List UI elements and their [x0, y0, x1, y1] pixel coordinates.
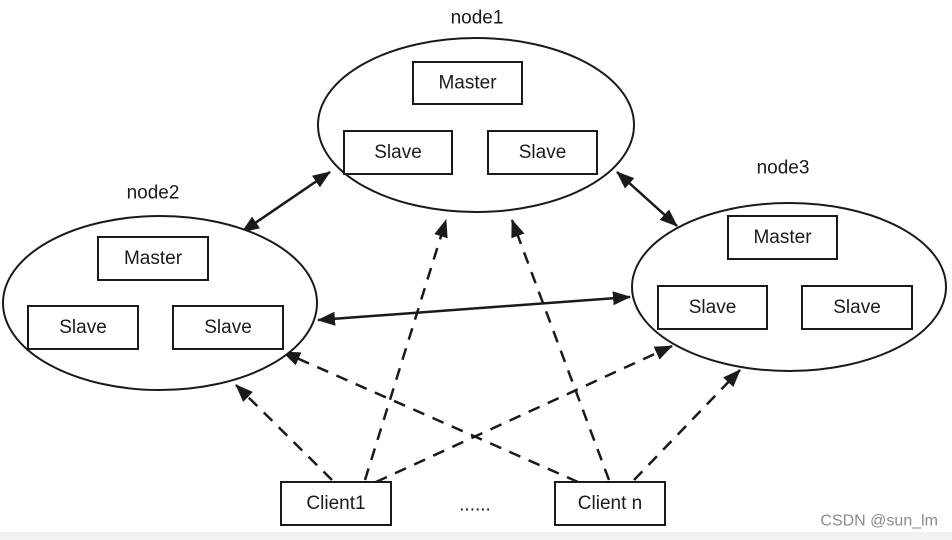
node2-master-label: Master — [124, 248, 183, 269]
node1-slave-label-2: Slave — [519, 142, 567, 163]
node3-label: node3 — [757, 158, 810, 179]
clients-ellipsis: ...... — [459, 495, 491, 516]
link-node2-node3 — [317, 291, 631, 326]
clientn-label: Client n — [578, 493, 642, 514]
node2-slave-box-2 — [172, 305, 284, 350]
node2-group: node2 Master Slave Slave — [2, 183, 318, 391]
node2-slave-label-2: Slave — [204, 317, 252, 338]
node1-slave-label-1: Slave — [374, 142, 422, 163]
node1-group: node1 Master Slave Slave — [317, 8, 635, 213]
watermark: CSDN @sun_lm — [820, 513, 938, 530]
node3-slave-label-1: Slave — [689, 297, 737, 318]
link-clientn-node3 — [633, 369, 741, 481]
node2-label: node2 — [127, 183, 180, 204]
node1-slave-box-1 — [343, 130, 453, 175]
node2-master-box — [97, 236, 209, 281]
bottom-strip — [0, 532, 952, 540]
node3-master-box — [727, 215, 838, 260]
node2-slave-box-1 — [27, 305, 139, 350]
link-node1-node3 — [616, 171, 678, 227]
node2-slave-label-1: Slave — [59, 317, 107, 338]
node3-group: node3 Master Slave Slave — [631, 158, 947, 372]
node1-master-box — [412, 61, 523, 105]
node3-slave-box-2 — [801, 285, 913, 330]
client1-label: Client1 — [306, 493, 365, 514]
link-client1-node3 — [375, 344, 673, 484]
clientn-box — [554, 481, 666, 526]
node1-master-label: Master — [438, 73, 497, 94]
link-node1-node2 — [241, 170, 331, 234]
link-clientn-node2 — [282, 350, 579, 484]
link-client1-node1 — [363, 219, 448, 481]
link-clientn-node1 — [510, 219, 611, 481]
client1-group: Client1 — [280, 481, 392, 526]
link-client1-node2 — [235, 384, 333, 481]
node1-label: node1 — [451, 8, 504, 29]
client1-box — [280, 481, 392, 526]
node3-slave-label-2: Slave — [833, 297, 881, 318]
node3-master-label: Master — [753, 227, 812, 248]
clientn-group: Client n — [554, 481, 666, 526]
node3-slave-box-1 — [657, 285, 768, 330]
node1-slave-box-2 — [487, 130, 598, 175]
